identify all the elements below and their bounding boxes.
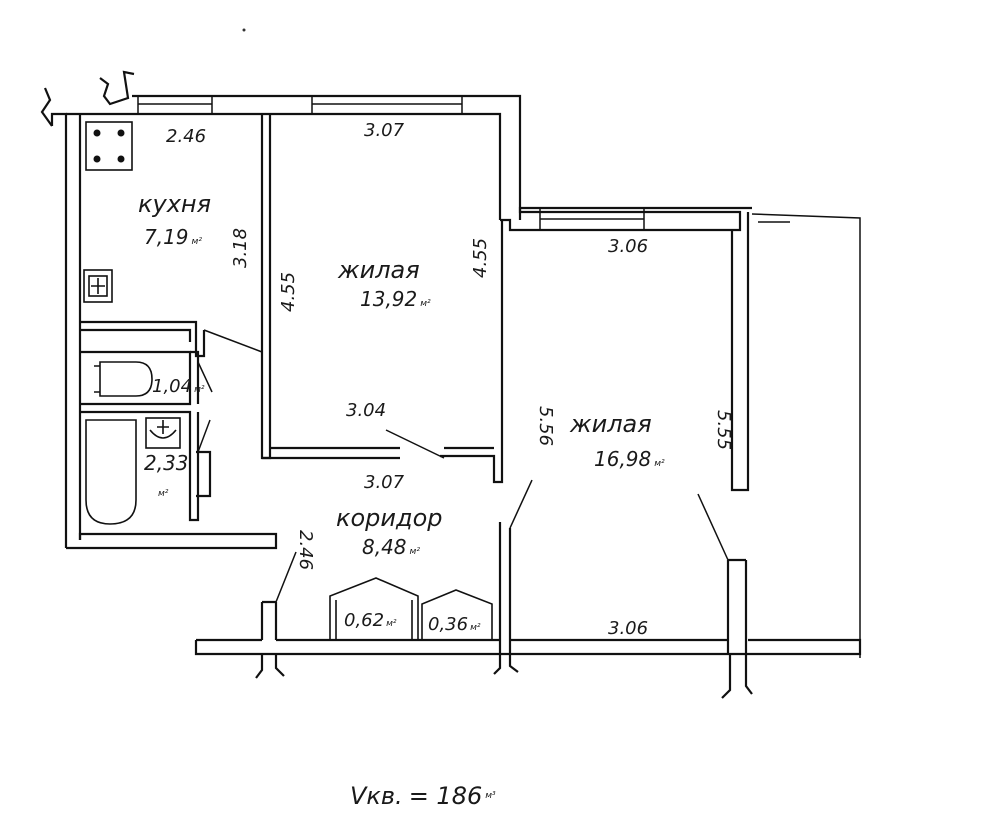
living1-name: жилая	[337, 256, 420, 284]
wall-bath-bottom	[66, 532, 278, 550]
wall-bottom-stubs	[255, 654, 753, 699]
dimension-labels: 2.46 3.18 3.07 4.55 4.55 3.04 3.07 3.06 …	[166, 120, 734, 639]
door-living2-right	[697, 493, 729, 561]
wall-kitchen-living1	[260, 114, 272, 460]
wall-top-left-break	[40, 70, 135, 127]
bathroom-sink-tap	[157, 420, 169, 434]
bathtub-icon	[85, 419, 137, 525]
balcony-outline	[751, 213, 861, 658]
kitchen-sink-basin	[88, 275, 108, 297]
dim-living1-width-bottom: 3.07	[364, 472, 405, 493]
door-bathroom	[197, 419, 211, 453]
wall-living2-door-post	[726, 558, 748, 654]
speck-mark	[242, 28, 246, 32]
window-living1	[311, 96, 463, 114]
door-toilet	[197, 361, 213, 393]
stove-icon	[85, 121, 133, 171]
wall-living2-top	[500, 206, 752, 232]
dim-living2-height-left: 5.56	[535, 406, 556, 446]
wall-living2-right	[730, 212, 750, 492]
door-corridor-left	[275, 551, 297, 603]
wall-living1-bottom	[262, 220, 504, 484]
wall-kitchen-bottom	[80, 320, 206, 358]
dim-living2-width-top: 3.06	[608, 236, 648, 257]
kitchen-sink-icon	[83, 269, 113, 303]
stove-burner	[117, 155, 125, 163]
bathroom-sink-basin	[149, 429, 177, 439]
stove-burner	[93, 155, 101, 163]
wall-bath-partition	[80, 350, 200, 522]
door-living2	[509, 479, 533, 529]
toilet-icon	[94, 361, 153, 397]
doors	[197, 329, 729, 640]
closet-1-doors	[329, 577, 419, 640]
dim-kitchen-depth: 3.18	[230, 228, 251, 268]
dim-living1-inner: 3.04	[346, 400, 386, 421]
dim-living1-height-right: 4.55	[470, 238, 491, 278]
dim-living2-width-bottom: 3.06	[608, 618, 648, 639]
dim-living1-width-top: 3.07	[364, 120, 405, 141]
walls	[40, 70, 862, 699]
corridor-name: коридор	[336, 504, 443, 532]
dim-corridor-side: 2.46	[295, 530, 316, 570]
window-kitchen	[137, 96, 213, 114]
kitchen-name: кухня	[138, 190, 211, 218]
wall-living2-left-lower	[498, 522, 512, 654]
wall-left-outer	[50, 112, 82, 548]
fixtures	[83, 121, 181, 525]
wall-bath-right	[190, 350, 212, 498]
wall-top	[66, 94, 522, 220]
bathroom-area: 2,33	[144, 451, 189, 475]
stove-burner	[117, 129, 125, 137]
dim-kitchen-width: 2.46	[166, 126, 206, 147]
dim-living1-height-left: 4.55	[278, 272, 299, 312]
wall-corridor-post	[260, 600, 278, 640]
stove-burner	[93, 129, 101, 137]
door-kitchen	[203, 329, 263, 353]
wall-bottom	[194, 638, 862, 656]
bathroom-sink-icon	[145, 417, 181, 449]
closet-2-doors	[421, 589, 493, 640]
dim-living2-height-right: 5.55	[713, 410, 734, 450]
door-living1	[385, 429, 445, 459]
bathroom-area-unit: м²	[158, 489, 169, 499]
kitchen-sink-drain	[91, 278, 105, 294]
window-living2	[539, 208, 645, 230]
living2-name: жилая	[569, 410, 652, 438]
